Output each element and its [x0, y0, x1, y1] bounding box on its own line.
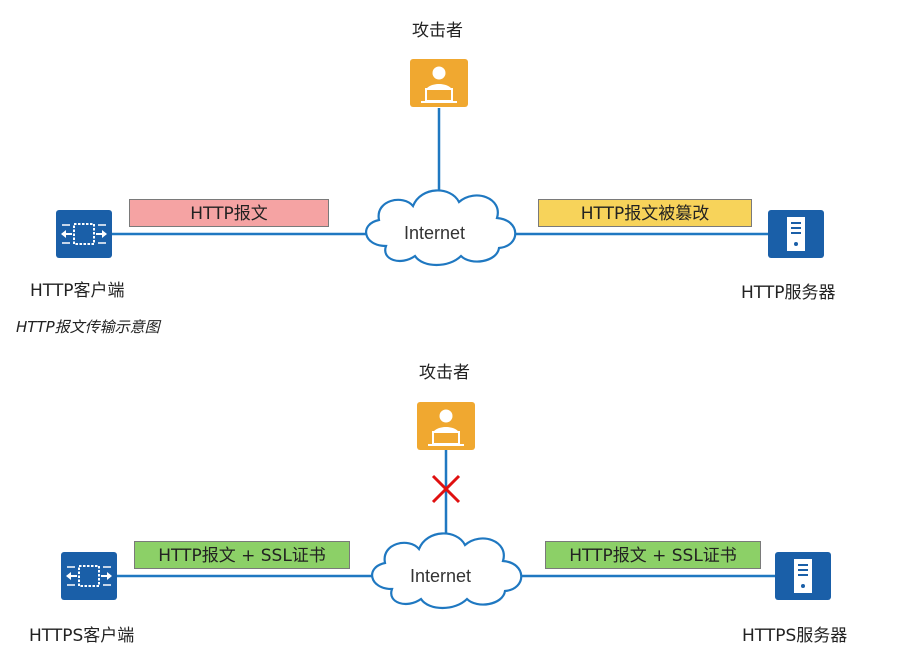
- top-client-label: HTTP客户端: [30, 281, 125, 301]
- client-chip-icon: [60, 551, 118, 601]
- attacker-person-icon: [416, 401, 476, 451]
- top-attacker-label: 攻击者: [412, 21, 463, 41]
- server-tower-icon: [768, 210, 824, 258]
- top-msg-left: HTTP报文: [129, 199, 329, 227]
- top-msg-right: HTTP报文被篡改: [538, 199, 752, 227]
- bottom-msg-right: HTTP报文 + SSL证书: [545, 541, 761, 569]
- client-chip-icon: [55, 209, 113, 259]
- bottom-internet-label: Internet: [410, 566, 472, 586]
- server-tower-icon: [775, 552, 831, 600]
- bottom-server-label: HTTPS服务器: [742, 626, 848, 646]
- top-server-label: HTTP服务器: [741, 283, 836, 303]
- top-caption: HTTP报文传输示意图: [16, 318, 160, 336]
- top-internet-label: Internet: [404, 223, 466, 243]
- attacker-person-icon: [409, 58, 469, 108]
- bottom-client-label: HTTPS客户端: [29, 626, 135, 646]
- bottom-msg-left: HTTP报文 + SSL证书: [134, 541, 350, 569]
- red-x-icon: [431, 474, 461, 504]
- bottom-attacker-label: 攻击者: [419, 363, 470, 383]
